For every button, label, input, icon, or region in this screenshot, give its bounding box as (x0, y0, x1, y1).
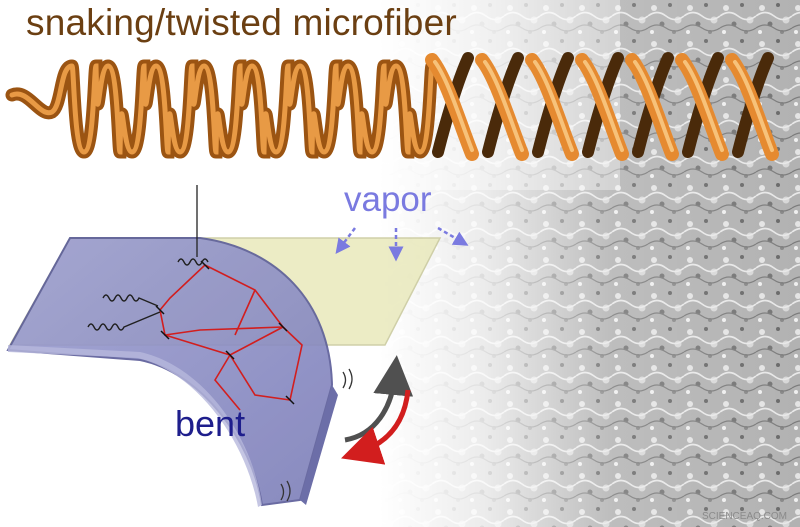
watermark: SCIENCEAQ.COM (702, 511, 788, 522)
helix-highlight (683, 60, 724, 152)
helix-highlight (583, 60, 624, 152)
vapor-label: vapor (344, 180, 432, 219)
fiber-springs (87, 258, 209, 331)
helix-highlight (633, 60, 674, 152)
snaking-fiber-highlight (9, 63, 435, 155)
bend-arrow-down (341, 389, 411, 465)
bent-label: bent (175, 403, 246, 444)
bent-film (6, 237, 338, 507)
figure-title: snaking/twisted microfiber (26, 2, 457, 43)
helix-highlight (483, 60, 524, 152)
helix-highlight (733, 60, 774, 152)
helix-highlight (433, 60, 474, 152)
motion-marks (280, 368, 353, 502)
helix-fiber-front (425, 53, 779, 161)
vapor-arrows (335, 226, 469, 262)
helix-highlight (533, 60, 574, 152)
